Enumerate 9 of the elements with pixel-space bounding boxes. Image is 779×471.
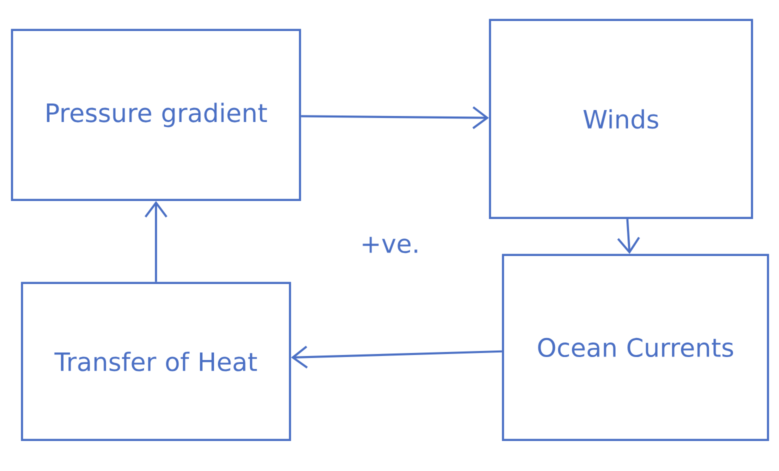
arrow (301, 106, 489, 130)
arrow (144, 201, 168, 282)
process-box: Pressure gradient (10, 28, 302, 202)
process-box: Transfer of Heat (20, 282, 292, 442)
arrow (291, 346, 502, 368)
arrow (617, 218, 640, 254)
process-box: Winds (488, 18, 754, 220)
process-box: Ocean Currents (502, 254, 770, 442)
note-label: +ve. (362, 236, 418, 254)
